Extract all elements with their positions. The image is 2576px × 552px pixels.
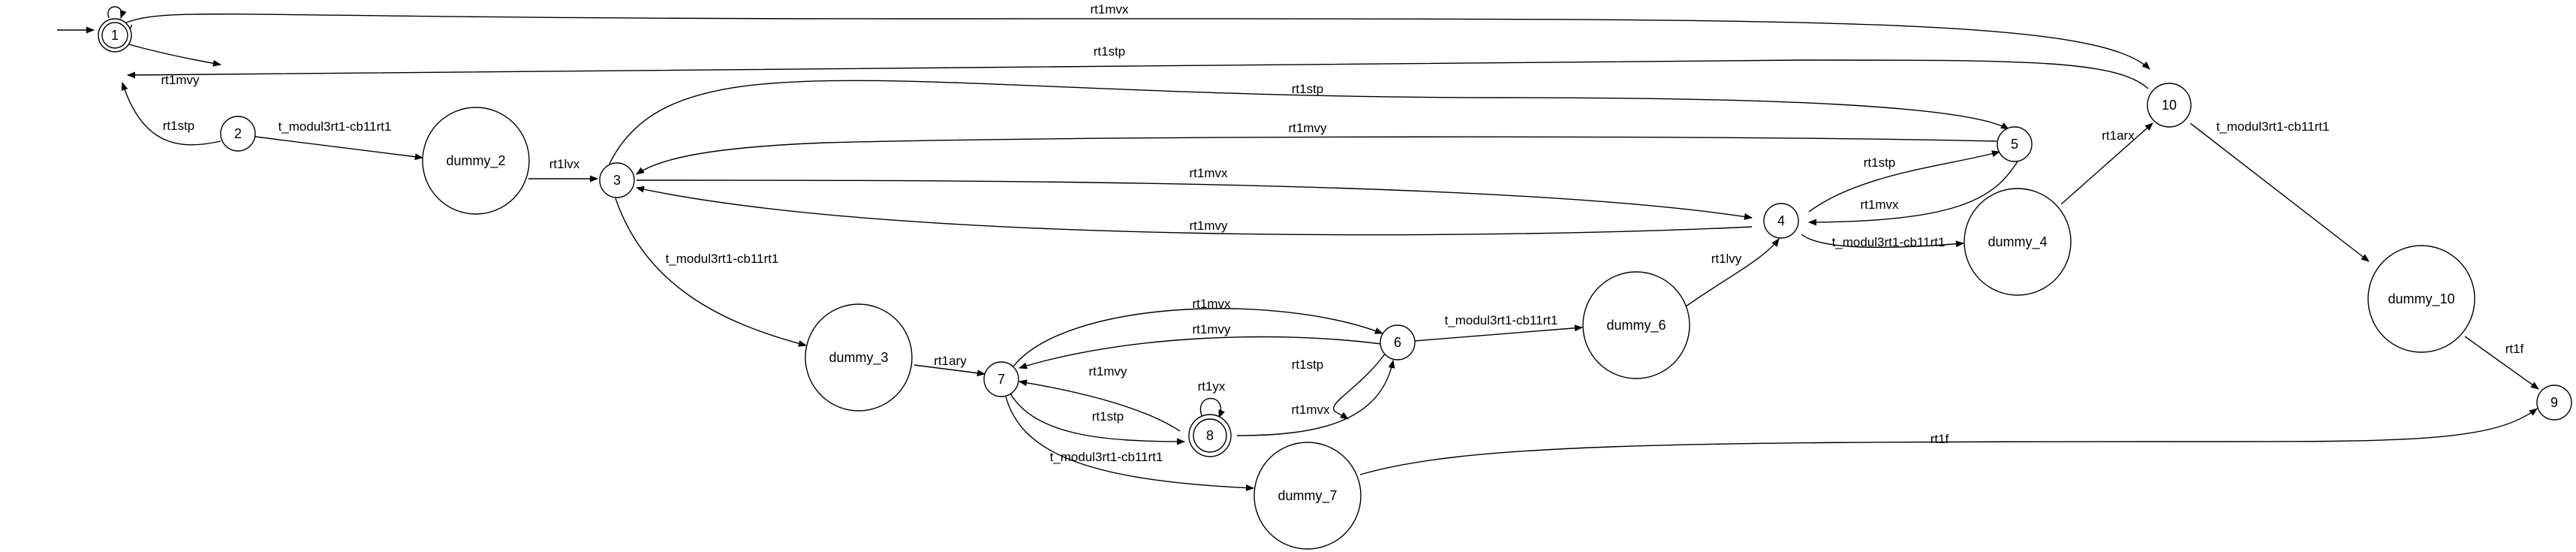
edge-1-2 [125,43,222,67]
label-e-8-6: rt1mvx [1292,403,1331,417]
node-label-dummy-6: dummy_6 [1606,318,1666,333]
label-e-3-5: rt1stp [1292,82,1324,96]
edge-1-1 [107,6,127,20]
label-e-6-d6: t_modul3rt1-cb11rt1 [1445,313,1558,327]
label-e-4-d4: t_modul3rt1-cb11rt1 [1832,235,1946,249]
edge-1-10 [125,14,2150,70]
edge-4-3 [635,186,1753,236]
edge-3-5 [609,80,2009,164]
node-dummy-10 [2367,245,2475,353]
edge-2-1 [121,81,221,146]
edge-7-8 [1010,393,1186,445]
node-dummy-6 [1582,271,1690,379]
node-1 [98,18,132,53]
label-e-5-4: rt1mvx [1861,198,1900,212]
label-e-3-d3: t_modul3rt1-cb11rt1 [666,252,779,266]
edge-dummy10-9 [2464,336,2539,390]
edge-4-5 [1808,150,2001,213]
label-e-10-d10: t_modul3rt1-cb11rt1 [2216,119,2330,134]
label-e-1-10: rt1mvx [1091,2,1130,17]
label-e-8-7: rt1mvy [1089,364,1128,379]
edge-10-1 [126,59,2149,89]
node-label-10: 10 [2162,98,2177,113]
node-label-9: 9 [2550,395,2558,410]
node-label-dummy-4: dummy_4 [1988,234,2047,250]
node-label-7: 7 [998,372,1005,387]
node-label-2: 2 [234,126,242,141]
label-e-1-2: rt1mvy [161,73,200,87]
edge-3-dummy3 [615,198,808,347]
node-dummy-3 [805,303,913,412]
edge-6-8 [1332,352,1386,420]
edge-3-4 [636,179,1753,220]
label-e-d4-10: rt1arx [2102,128,2135,143]
label-e-7-8: rt1stp [1092,409,1124,424]
label-e-d2-3: rt1lvx [549,157,580,171]
node-3 [599,162,635,198]
edge-6-7 [1018,336,1382,370]
edge-dummy6-4 [1685,238,1780,307]
node-7 [983,361,1019,397]
node-2 [220,116,256,152]
label-e-7-d7: t_modul3rt1-cb11rt1 [1050,450,1163,464]
label-e-2-1: rt1stp [163,119,195,133]
label-e-4-5: rt1stp [1864,155,1896,170]
node-dummy-2 [422,107,530,215]
edge-5-3 [636,136,1997,175]
edge-dummy4-10 [2060,122,2153,205]
label-e-d10-9: rt1f [2505,342,2524,356]
node-5 [1997,126,2033,162]
edge-8-7 [1018,379,1181,432]
edge-7-6 [1013,308,1384,367]
node-dummy-7 [1253,442,1362,550]
edge-8-8 [1200,397,1225,419]
label-e-6-8: rt1stp [1292,357,1324,372]
label-e-6-7: rt1mvy [1193,322,1232,336]
edge-8-6 [1236,359,1395,436]
edge-7-dummy7 [1005,396,1255,492]
label-e-8-8: rt1yx [1198,379,1226,394]
node-label-dummy-2: dummy_2 [446,153,505,169]
node-label-8: 8 [1206,428,1214,443]
label-e-5-3: rt1mvy [1289,121,1328,135]
node-label-dummy-10: dummy_10 [2388,291,2454,307]
node-6 [1380,324,1416,360]
label-e-7-6: rt1mvx [1193,297,1232,311]
label-e-d6-4: rt1lvy [1711,252,1742,266]
node-4 [1763,203,1799,239]
edge-10-dummy10 [2189,122,2370,262]
edge-4-dummy4 [1801,234,1965,249]
node-dummy-4 [1964,188,2072,296]
node-9 [2536,385,2572,421]
node-label-dummy-3: dummy_3 [829,350,888,366]
node-label-6: 6 [1394,335,1401,350]
edge-5-4 [1807,158,2020,226]
edge-dummy7-9 [1359,408,2538,475]
label-e-10-1: rt1stp [1094,44,1126,59]
node-label-4: 4 [1777,213,1785,228]
node-label-5: 5 [2011,137,2018,152]
node-10 [2147,83,2192,128]
node-label-dummy-7: dummy_7 [1277,488,1337,504]
edge-2-dummy2 [254,136,424,161]
label-e-3-4: rt1mvx [1190,166,1229,180]
node-8 [1188,414,1232,457]
label-e-d3-7: rt1ary [934,354,967,368]
node-label-1: 1 [111,28,119,43]
label-e-4-3: rt1mvy [1190,219,1229,233]
node-label-3: 3 [613,173,621,188]
label-e-2-d2: t_modul3rt1-cb11rt1 [278,119,392,134]
edge-dummy3-7 [913,364,986,377]
label-e-d7-9: rt1f [1930,432,1949,446]
edge-6-dummy6 [1413,324,1584,342]
